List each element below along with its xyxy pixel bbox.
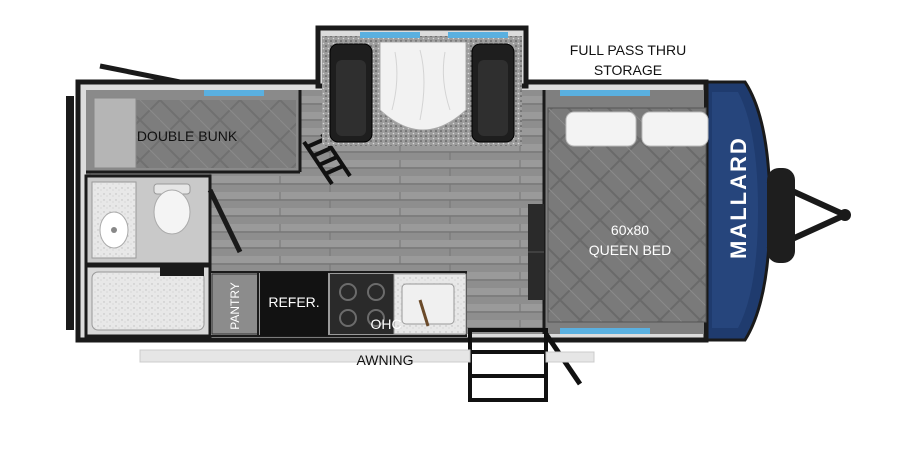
pillow-right — [641, 111, 709, 147]
dinette — [322, 32, 522, 146]
refrigerator-label: REFER. — [268, 294, 320, 310]
bathroom — [84, 174, 243, 266]
bed-size-label: 60x80 — [610, 222, 650, 238]
entry-door-swing — [99, 63, 181, 85]
stove — [330, 274, 394, 334]
kitchen-counter — [209, 271, 467, 337]
bedroom — [528, 90, 709, 334]
pillow-left — [565, 111, 637, 147]
storage-label-line2: STORAGE — [593, 62, 663, 78]
double-bunk-room — [86, 90, 302, 174]
ohc-label: OHC — [370, 316, 402, 332]
entry-steps — [468, 328, 583, 402]
bed-type-label: QUEEN BED — [588, 242, 672, 258]
storage-label-line1: FULL PASS THRU — [569, 42, 687, 58]
awning-label: AWNING — [356, 352, 414, 368]
dinette-table — [379, 41, 467, 131]
bunk-ladder — [302, 132, 352, 186]
brand-logo: MALLARD — [726, 136, 751, 259]
refrigerator — [260, 272, 328, 336]
bath-door-swing — [207, 188, 243, 254]
double-bunk-label: DOUBLE BUNK — [136, 128, 238, 144]
burners — [339, 283, 385, 327]
bathtub — [84, 264, 212, 338]
pantry-label: PANTRY — [228, 282, 242, 330]
hitch — [766, 168, 851, 263]
awning — [139, 349, 595, 363]
